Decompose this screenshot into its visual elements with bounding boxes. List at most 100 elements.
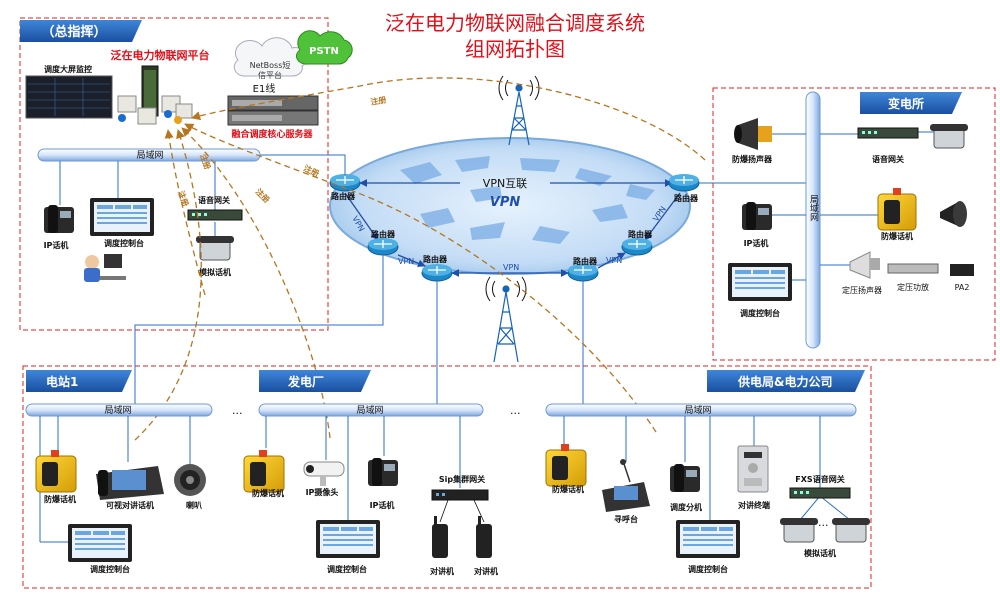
plant-header: 发电厂 bbox=[259, 370, 371, 392]
antenna-tower-icon bbox=[485, 276, 527, 363]
sms-platform-cloud-icon bbox=[233, 37, 309, 77]
sip-gateway-icon bbox=[431, 489, 489, 501]
big-screen-monitor-icon bbox=[25, 75, 113, 119]
speaker-label: 防爆扬声器 bbox=[732, 154, 773, 164]
video-phone-label: 可视对讲话机 bbox=[106, 500, 154, 510]
ip-phone-icon bbox=[742, 202, 772, 230]
fxs-gateway-label: FXS语音网关 bbox=[795, 474, 844, 484]
router-icon bbox=[367, 238, 399, 256]
analog-phone-label: 模拟话机 bbox=[199, 267, 231, 277]
walkie-links bbox=[439, 499, 485, 523]
ellipsis: ... bbox=[232, 404, 243, 417]
ip-phone-icon bbox=[368, 458, 398, 486]
dispatch-extension-phone-icon bbox=[670, 464, 700, 492]
explosion-proof-phone-icon bbox=[877, 188, 917, 231]
supply-header: 供电局&电力公司 bbox=[707, 370, 865, 392]
video-intercom-phone-icon bbox=[96, 466, 164, 500]
core-server-icon bbox=[227, 95, 319, 126]
substation-title: 变电所 bbox=[888, 96, 924, 111]
big-screen-label: 调度大屏监控 bbox=[44, 64, 92, 74]
paging-console-icon bbox=[602, 459, 650, 512]
amplifier-icon bbox=[887, 263, 939, 274]
analog-phone-icon bbox=[780, 518, 818, 543]
substation-console-icon bbox=[728, 263, 792, 301]
command-center-panel bbox=[19, 17, 329, 331]
station1-console-icon bbox=[68, 524, 132, 562]
amp-label: 定压功放 bbox=[897, 282, 929, 292]
uplink-lines bbox=[134, 154, 806, 405]
fxs-gateway-icon bbox=[789, 487, 851, 499]
explosion-proof-speaker-icon bbox=[734, 118, 772, 150]
substation-lan-bus bbox=[805, 91, 821, 349]
operator-workstation-icon bbox=[84, 254, 126, 282]
plant-lan-label: 局域网 bbox=[356, 404, 383, 416]
station1-header: 电站1 bbox=[26, 370, 132, 392]
plant-console-icon bbox=[316, 520, 380, 558]
plant-console-label: 调度控制台 bbox=[327, 564, 367, 574]
analog-phone-icon bbox=[930, 124, 968, 149]
router-label: 路由器 bbox=[573, 256, 598, 266]
substation-lan-label: 局域网 bbox=[808, 194, 819, 222]
router-icon bbox=[621, 238, 653, 256]
horn-speaker-icon bbox=[940, 201, 967, 227]
substation-header: 变电所 bbox=[860, 92, 962, 114]
pa2-device-icon bbox=[950, 264, 974, 276]
explosion-proof-phone-icon bbox=[243, 450, 285, 493]
vpn-center-label: VPN bbox=[490, 195, 521, 210]
substation-console-label: 调度控制台 bbox=[740, 308, 780, 318]
intercom-terminal-icon bbox=[737, 445, 769, 493]
extension-label: 调度分机 bbox=[670, 502, 702, 512]
station1-lan-label: 局域网 bbox=[104, 404, 131, 416]
register-label: 注册 bbox=[176, 189, 191, 207]
diagram-subtitle: 组网拓扑图 bbox=[465, 37, 565, 61]
plant-ex-phone-label: 防爆话机 bbox=[252, 488, 284, 498]
const-speaker-label: 定压扬声器 bbox=[842, 285, 882, 295]
pa2-label: PA2 bbox=[955, 283, 970, 292]
ip-phone-label: IP话机 bbox=[44, 240, 69, 250]
router-label: 路由器 bbox=[423, 254, 448, 264]
command-center-title: （总指挥） bbox=[41, 24, 106, 40]
station1-title: 电站1 bbox=[46, 374, 78, 389]
intercom-label: 对讲终端 bbox=[738, 500, 770, 510]
vpn-links bbox=[344, 179, 681, 277]
bottom-sites-panel bbox=[22, 365, 872, 589]
supply-console-icon bbox=[676, 520, 740, 558]
router-label: 路由器 bbox=[331, 191, 356, 201]
station1-ex-phone-label: 防爆话机 bbox=[44, 494, 76, 504]
vpn-link-label: VPN bbox=[398, 257, 414, 266]
walkie-talkie-icon bbox=[432, 516, 448, 558]
station1-console-label: 调度控制台 bbox=[90, 564, 130, 574]
substation-panel bbox=[712, 87, 996, 361]
command-center-header: （总指挥） bbox=[20, 20, 142, 42]
router-icon bbox=[421, 264, 453, 282]
substation-voice-gateway-label: 语音网关 bbox=[872, 154, 904, 164]
plant-lan-bus bbox=[258, 403, 484, 417]
register-label: 注册 bbox=[370, 94, 387, 107]
loudspeaker-icon bbox=[174, 464, 206, 496]
substation-voice-gateway-icon bbox=[857, 127, 919, 139]
walkie-label: 对讲机 bbox=[430, 566, 454, 576]
explosion-proof-phone-icon bbox=[35, 450, 77, 493]
pstn-cloud-icon: PSTN bbox=[296, 30, 353, 65]
router-label: 路由器 bbox=[371, 229, 396, 239]
console-label: 调度控制台 bbox=[104, 238, 144, 248]
ip-camera-label: IP摄像头 bbox=[306, 487, 339, 497]
vpn-link-label: VPN bbox=[503, 263, 519, 272]
supply-console-label: 调度控制台 bbox=[688, 564, 728, 574]
command-lan-label: 局域网 bbox=[136, 149, 163, 161]
netboss-label: NetBoss短 bbox=[250, 60, 291, 70]
substation-ex-phone-label: 防爆话机 bbox=[881, 231, 913, 241]
substation-ip-phone-label: IP话机 bbox=[744, 238, 769, 248]
bottom-drop-lines bbox=[39, 416, 851, 543]
diagram-title: 泛在电力物联网融合调度系统 bbox=[385, 11, 645, 35]
e1-line-label: E1线 bbox=[253, 82, 276, 95]
netboss-label-2: 信平台 bbox=[258, 70, 282, 80]
ip-phone-icon bbox=[44, 205, 74, 233]
router-label: 路由器 bbox=[674, 193, 699, 203]
router-icon bbox=[567, 264, 599, 282]
voice-gateway-label: 语音网关 bbox=[198, 195, 230, 205]
vpn-interconnect-label: VPN互联 bbox=[483, 177, 527, 190]
command-drop-lines bbox=[59, 161, 216, 238]
ellipsis: ... bbox=[818, 516, 829, 529]
analog-phone-label: 模拟话机 bbox=[804, 548, 836, 558]
